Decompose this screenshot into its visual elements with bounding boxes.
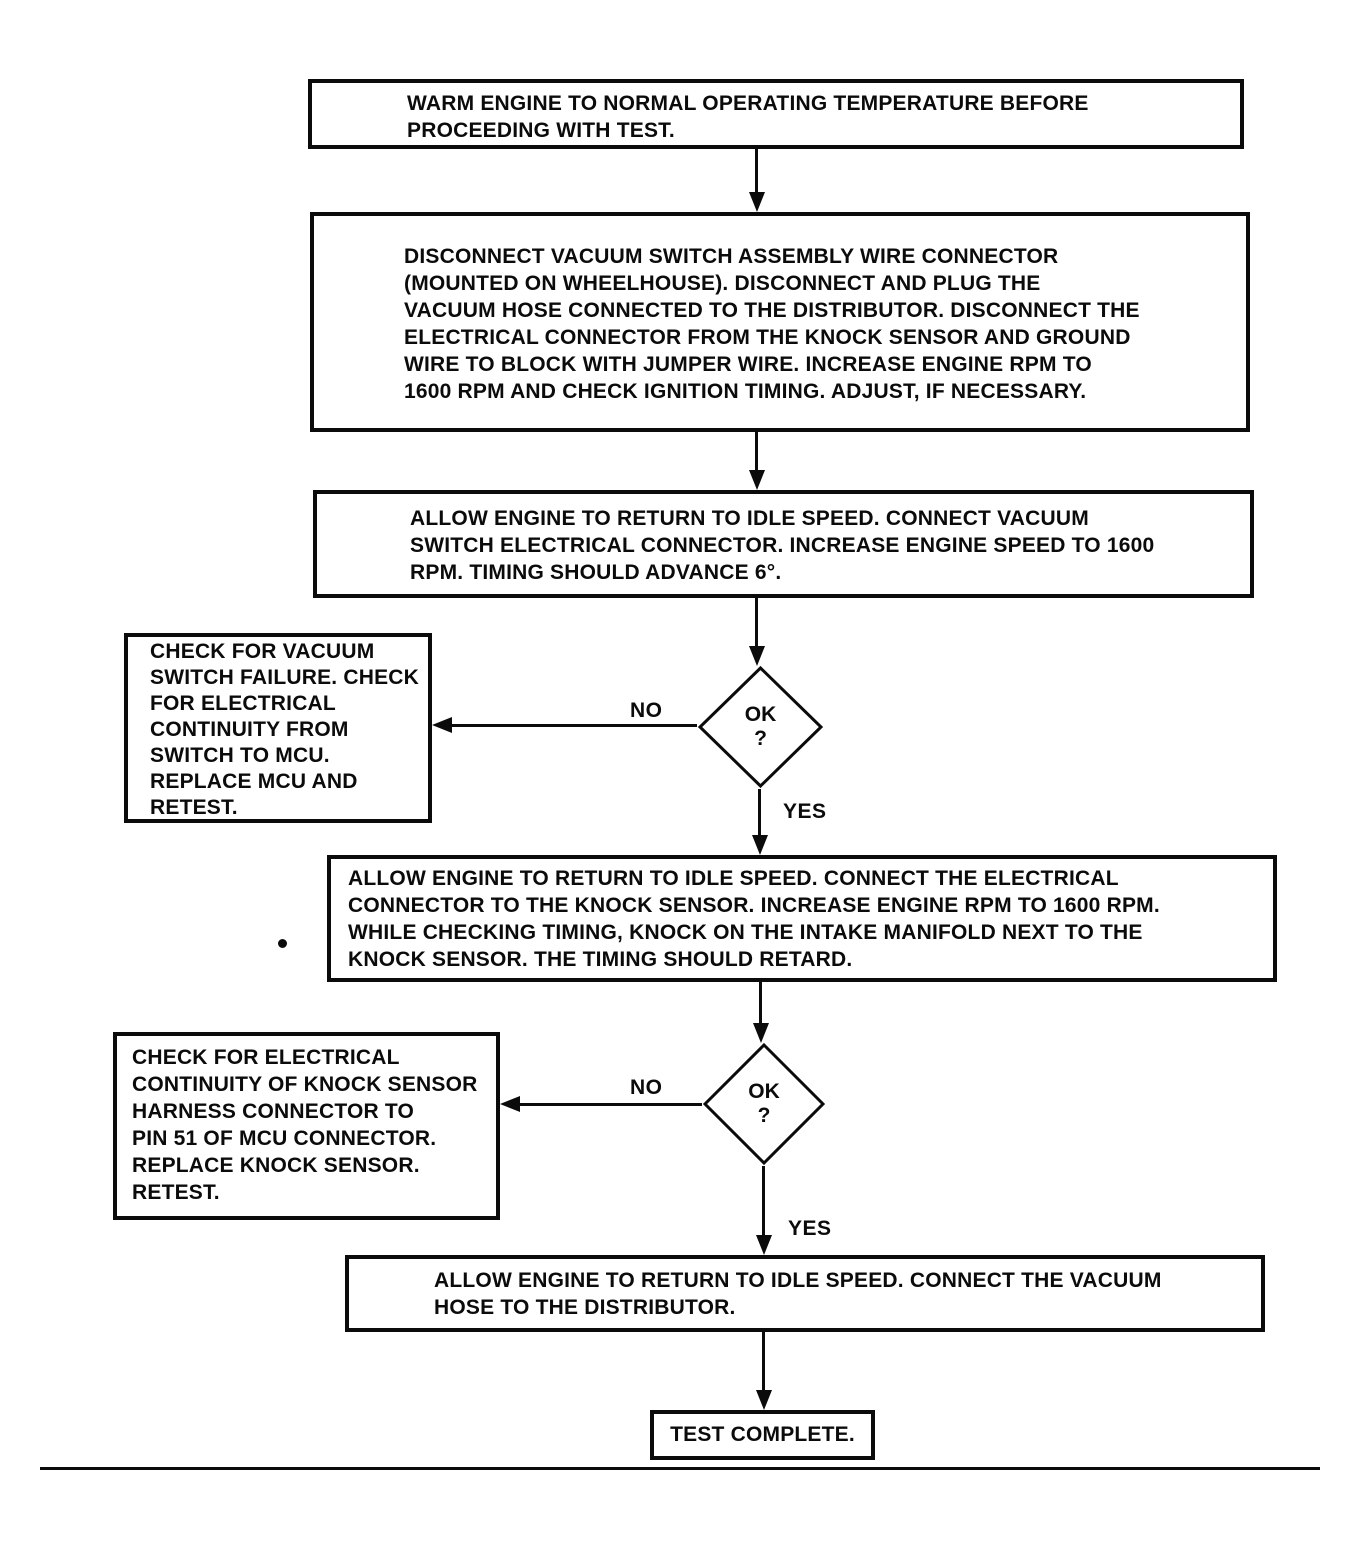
connector-line-yes-1 — [758, 789, 761, 835]
decision-ok-2-label: OK ? — [702, 1042, 826, 1166]
page-divider — [40, 1467, 1320, 1470]
connector-line-yes-2 — [762, 1166, 765, 1235]
connector-line-5 — [762, 1332, 765, 1390]
step-warm-engine: WARM ENGINE TO NORMAL OPERATING TEMPERAT… — [308, 79, 1244, 149]
arrow-down-icon — [749, 192, 765, 212]
decision-question-mark: ? — [754, 727, 767, 750]
step-connect-vacuum-hose: ALLOW ENGINE TO RETURN TO IDLE SPEED. CO… — [345, 1255, 1265, 1332]
decision-ok-text: OK — [744, 703, 777, 726]
step-disconnect-setup-text: DISCONNECT VACUUM SWITCH ASSEMBLY WIRE C… — [404, 245, 1140, 403]
ink-speck — [278, 939, 287, 948]
arrow-down-icon — [753, 1023, 769, 1043]
step-test-complete: TEST COMPLETE. — [650, 1410, 875, 1460]
decision-ok-1: OK ? — [697, 665, 824, 789]
decision-ok-text: OK — [748, 1080, 780, 1103]
branch-label-yes-2: YES — [788, 1217, 832, 1240]
decision-ok-2: OK ? — [702, 1042, 826, 1166]
diamond-icon — [697, 665, 824, 789]
failure-knock-sensor-continuity: CHECK FOR ELECTRICAL CONTINUITY OF KNOCK… — [113, 1032, 500, 1220]
failure-vacuum-switch-text: CHECK FOR VACUUM SWITCH FAILURE. CHECK F… — [150, 640, 420, 819]
step-test-complete-text: TEST COMPLETE. — [670, 1423, 855, 1446]
arrow-down-icon — [756, 1235, 772, 1255]
connector-line-no-1 — [450, 724, 697, 727]
arrow-left-icon — [432, 717, 452, 733]
step-knock-sensor-test-text: ALLOW ENGINE TO RETURN TO IDLE SPEED. CO… — [348, 867, 1160, 971]
decision-question-mark: ? — [757, 1104, 771, 1127]
diamond-icon — [702, 1042, 826, 1166]
connector-line-4 — [759, 982, 762, 1023]
connector-line-3 — [755, 598, 758, 647]
arrow-left-icon — [500, 1096, 520, 1112]
branch-label-yes-1: YES — [783, 800, 827, 823]
arrow-down-icon — [749, 470, 765, 490]
step-disconnect-setup: DISCONNECT VACUUM SWITCH ASSEMBLY WIRE C… — [310, 212, 1250, 432]
step-warm-engine-text: WARM ENGINE TO NORMAL OPERATING TEMPERAT… — [407, 92, 1089, 142]
branch-label-no-1: NO — [630, 699, 663, 722]
connector-line-1 — [755, 149, 758, 193]
branch-label-no-2: NO — [630, 1076, 663, 1099]
step-connect-vacuum-switch: ALLOW ENGINE TO RETURN TO IDLE SPEED. CO… — [313, 490, 1254, 598]
decision-ok-1-label: OK ? — [697, 665, 824, 789]
arrow-down-icon — [749, 646, 765, 666]
step-connect-vacuum-switch-text: ALLOW ENGINE TO RETURN TO IDLE SPEED. CO… — [410, 507, 1155, 584]
step-knock-sensor-test: ALLOW ENGINE TO RETURN TO IDLE SPEED. CO… — [327, 855, 1277, 982]
arrow-down-icon — [756, 1390, 772, 1410]
step-connect-vacuum-hose-text: ALLOW ENGINE TO RETURN TO IDLE SPEED. CO… — [434, 1269, 1162, 1319]
connector-line-no-2 — [518, 1103, 702, 1106]
connector-line-2 — [755, 432, 758, 471]
arrow-down-icon — [752, 835, 768, 855]
failure-vacuum-switch: CHECK FOR VACUUM SWITCH FAILURE. CHECK F… — [124, 633, 432, 823]
failure-knock-sensor-continuity-text: CHECK FOR ELECTRICAL CONTINUITY OF KNOCK… — [132, 1046, 478, 1204]
